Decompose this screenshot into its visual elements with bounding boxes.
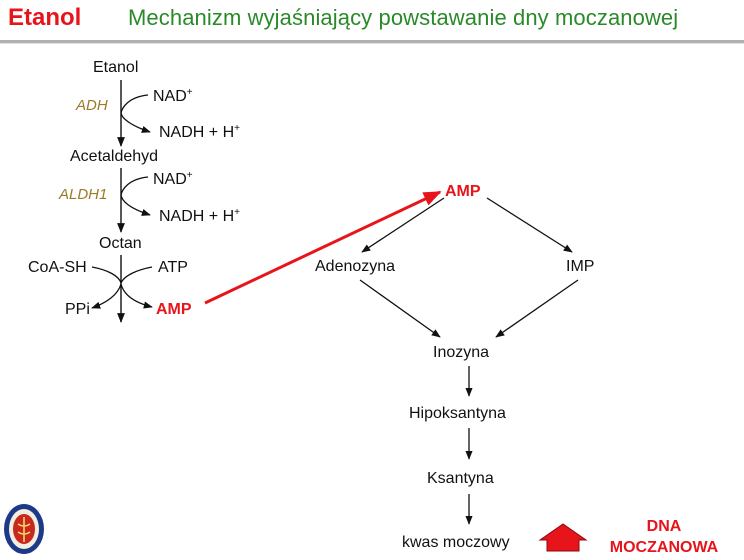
- cofactor-nadh-1-text: NADH + H: [159, 124, 234, 141]
- red-arrow-amp-link: [204, 190, 442, 305]
- enzyme-aldh1: ALDH1: [58, 186, 107, 203]
- node-octan: Octan: [99, 235, 142, 252]
- cofactor-nadh-1: NADH + H+: [159, 123, 240, 141]
- arc-atp-in: [120, 266, 153, 284]
- university-seal-logo: [4, 504, 44, 554]
- cofactor-nadh-2-text: NADH + H: [159, 208, 234, 225]
- cofactor-nadh-2: NADH + H+: [159, 207, 240, 225]
- header-divider-shadow: [0, 43, 744, 44]
- node-imp: IMP: [566, 258, 594, 275]
- cofactor-atp: ATP: [158, 259, 188, 276]
- node-adenozyna: Adenozyna: [315, 258, 395, 275]
- arrow-amp-to-imp: [486, 197, 573, 253]
- node-ksantyna: Ksantyna: [427, 470, 494, 487]
- arc-nad-to-nadh-1: [120, 94, 151, 133]
- arc-nad-to-nadh-2: [120, 176, 151, 216]
- cofactor-nad-1-text: NAD: [153, 88, 187, 105]
- node-kwas-moczowy: kwas moczowy: [402, 534, 510, 551]
- increase-up-arrow-icon: [538, 523, 588, 552]
- node-acetaldehyd: Acetaldehyd: [70, 148, 158, 165]
- node-etanol: Etanol: [93, 59, 138, 76]
- arc-amp-out: [120, 283, 153, 309]
- slide-title-mechanism: Mechanizm wyjaśniający powstawanie dny m…: [128, 5, 679, 30]
- cofactor-nadh-2-plus: +: [234, 207, 240, 218]
- cofactor-ppi: PPi: [65, 301, 90, 318]
- arrow-adenozyna-to-inozyna: [359, 279, 441, 338]
- cofactor-nad-1-plus: +: [187, 87, 193, 98]
- arc-coash-in: [91, 266, 122, 284]
- arrow-amp-to-adenozyna: [361, 197, 445, 253]
- cofactor-nadh-1-plus: +: [234, 123, 240, 134]
- header-divider: [0, 40, 744, 43]
- cofactor-coash: CoA-SH: [28, 259, 87, 276]
- arrow-imp-to-inozyna: [495, 279, 579, 338]
- result-dna: DNA: [647, 518, 682, 535]
- node-inozyna: Inozyna: [433, 344, 489, 361]
- node-amp-left: AMP: [156, 301, 192, 318]
- slide-title-etanol: Etanol: [8, 4, 82, 31]
- cofactor-nad-2: NAD+: [153, 170, 193, 188]
- arc-ppi-out: [91, 283, 122, 309]
- cofactor-nad-1: NAD+: [153, 87, 193, 105]
- node-amp-right: AMP: [445, 183, 481, 200]
- node-hipoksantyna: Hipoksantyna: [409, 405, 506, 422]
- enzyme-adh: ADH: [75, 97, 108, 114]
- slide-header: Etanol Mechanizm wyjaśniający powstawani…: [0, 0, 744, 40]
- result-moczanowa: MOCZANOWA: [610, 539, 719, 556]
- cofactor-nad-2-text: NAD: [153, 171, 187, 188]
- cofactor-nad-2-plus: +: [187, 170, 193, 181]
